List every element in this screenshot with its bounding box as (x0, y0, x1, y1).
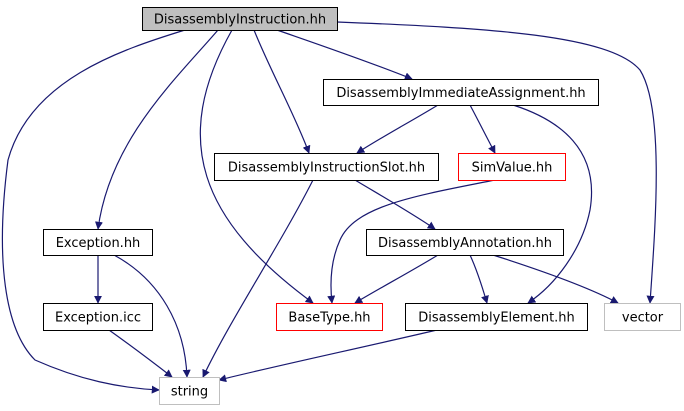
node-label: Exception.hh (56, 236, 141, 251)
node-label: DisassemblyImmediateAssignment.hh (336, 86, 585, 101)
edge-exception-icc-to-string (108, 329, 173, 378)
node-disassembly-immediate-assignment-hh[interactable]: DisassemblyImmediateAssignment.hh (323, 79, 599, 106)
node-basetype-hh[interactable]: BaseType.hh (276, 303, 383, 331)
node-disassembly-instruction-hh[interactable]: DisassemblyInstruction.hh (142, 7, 338, 31)
edge-disassembly-instruction-hh-to-vector (336, 21, 657, 304)
edge-simvalue-hh-to-basetype-hh (327, 179, 496, 304)
node-label: DisassemblyInstruction.hh (154, 13, 326, 28)
node-box[interactable] (366, 229, 564, 256)
node-vector[interactable]: vector (604, 303, 681, 331)
node-box[interactable] (323, 79, 599, 106)
edge-disassembly-annotation-hh-to-vector (492, 254, 619, 304)
node-label: DisassemblyElement.hh (418, 311, 575, 326)
edges-layer (1, 21, 657, 394)
nodes-layer: DisassemblyInstruction.hhDisassemblyImme… (43, 7, 681, 405)
node-label: DisassemblyInstructionSlot.hh (228, 161, 425, 176)
node-disassembly-annotation-hh[interactable]: DisassemblyAnnotation.hh (366, 229, 564, 256)
edge-disassembly-instruction-hh-to-disassembly-instruction-slot-hh (253, 29, 311, 154)
node-label: string (171, 385, 208, 400)
node-box[interactable] (276, 303, 383, 331)
edge-disassembly-immediate-assignment-hh-to-simvalue-hh (469, 104, 496, 154)
edge-disassembly-instruction-hh-to-exception-hh (95, 29, 219, 230)
node-label: DisassemblyAnnotation.hh (378, 236, 552, 251)
edge-disassembly-instruction-hh-to-disassembly-immediate-assignment-hh (276, 29, 413, 81)
node-label: Exception.icc (55, 311, 141, 326)
edge-exception-hh-to-string (113, 254, 191, 378)
edge-disassembly-element-hh-to-string (218, 329, 438, 383)
edge-disassembly-instruction-hh-to-basetype-hh (199, 29, 314, 304)
node-label: vector (622, 311, 664, 326)
node-box[interactable] (43, 303, 153, 331)
node-string[interactable]: string (159, 377, 220, 405)
node-exception-icc[interactable]: Exception.icc (43, 303, 153, 331)
node-box[interactable] (159, 377, 220, 405)
edge-disassembly-immediate-assignment-hh-to-disassembly-element-hh (512, 104, 593, 304)
node-box[interactable] (214, 153, 439, 181)
edge-disassembly-instruction-slot-hh-to-disassembly-annotation-hh (354, 179, 436, 230)
node-disassembly-instruction-slot-hh[interactable]: DisassemblyInstructionSlot.hh (214, 153, 439, 181)
node-box[interactable] (604, 303, 681, 331)
node-label: BaseType.hh (288, 311, 370, 326)
node-box[interactable] (405, 303, 588, 331)
node-simvalue-hh[interactable]: SimValue.hh (458, 153, 566, 181)
edge-disassembly-annotation-hh-to-disassembly-element-hh (469, 254, 489, 304)
node-disassembly-element-hh[interactable]: DisassemblyElement.hh (405, 303, 588, 331)
edge-disassembly-annotation-hh-to-basetype-hh (354, 254, 439, 304)
edge-disassembly-immediate-assignment-hh-to-disassembly-instruction-slot-hh (356, 104, 439, 154)
node-box[interactable] (458, 153, 566, 181)
node-box[interactable] (142, 7, 338, 31)
node-exception-hh[interactable]: Exception.hh (43, 229, 153, 256)
edge-disassembly-instruction-slot-hh-to-string (202, 179, 314, 378)
node-box[interactable] (43, 229, 153, 256)
node-label: SimValue.hh (472, 161, 553, 176)
edge-disassembly-instruction-hh-to-string (1, 29, 186, 394)
